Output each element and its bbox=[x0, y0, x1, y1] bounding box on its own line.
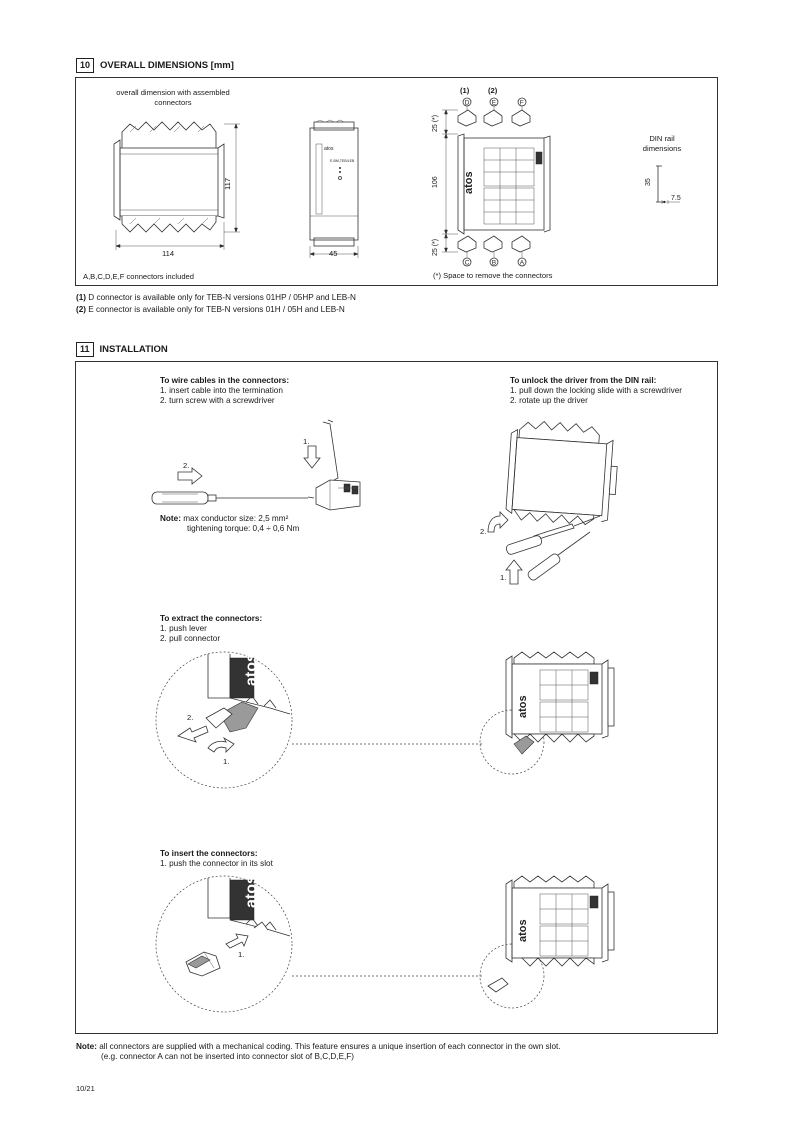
extract-instructions: To extract the connectors: 1. push lever… bbox=[160, 614, 262, 644]
wire-step-2: 2. turn screw with a screwdriver bbox=[160, 396, 275, 405]
side-view-drawing bbox=[113, 121, 240, 250]
wire-step-1: 1. insert cable into the termination bbox=[160, 386, 283, 395]
section-title: INSTALLATION bbox=[99, 344, 168, 355]
unlock-step-1: 1. pull down the locking slide with a sc… bbox=[510, 386, 683, 395]
insert-label-1: 1. bbox=[238, 950, 245, 959]
dimensions-frame bbox=[75, 77, 718, 286]
footnote-2-text: E connector is available only for TEB-N … bbox=[86, 305, 345, 314]
extract-label-1: 1. bbox=[223, 757, 230, 766]
extract-label-2: 2. bbox=[187, 713, 194, 722]
insert-instructions: To insert the connectors: 1. push the co… bbox=[160, 849, 273, 869]
note-marker-1: (1) bbox=[460, 86, 470, 95]
bottom-note: Note: all connectors are supplied with a… bbox=[76, 1042, 561, 1062]
wire-cable-drawing bbox=[151, 419, 361, 511]
section-10-heading: 10 OVERALL DIMENSIONS [mm] bbox=[76, 58, 234, 73]
svg-text:atos: atos bbox=[517, 919, 529, 942]
conn-d-label: D bbox=[465, 99, 470, 106]
extract-step-2: 2. pull connector bbox=[160, 634, 221, 643]
section-11-heading: 11 INSTALLATION bbox=[76, 342, 168, 357]
unlock-label-1: 1. bbox=[500, 573, 507, 582]
insert-title: To insert the connectors: bbox=[160, 849, 258, 858]
wire-title: To wire cables in the connectors: bbox=[160, 376, 290, 385]
conn-e-label: E bbox=[492, 99, 497, 106]
insert-step-1: 1. push the connector in its slot bbox=[160, 859, 273, 868]
unlock-label-2: 2. bbox=[480, 527, 487, 536]
unlock-instructions: To unlock the driver from the DIN rail: … bbox=[510, 376, 682, 406]
dim-106-label: 106 bbox=[432, 176, 439, 188]
unlock-step-2: 2. rotate up the driver bbox=[510, 396, 588, 405]
connectors-included: A,B,C,D,E,F connectors included bbox=[83, 272, 195, 281]
footnote-2: (2) E connector is available only for TE… bbox=[76, 305, 345, 315]
dim-width-label: 114 bbox=[162, 249, 175, 258]
wire-label-1: 1. bbox=[303, 437, 310, 446]
conductor-note: Note: max conductor size: 2,5 mm² tighte… bbox=[160, 514, 299, 534]
note-line-2: tightening torque: 0,4 ÷ 0,6 Nm bbox=[187, 524, 300, 533]
svg-text:atos: atos bbox=[517, 695, 529, 718]
bottom-note-line-1: all connectors are supplied with a mecha… bbox=[96, 1042, 561, 1051]
space-note: (*) Space to remove the connectors bbox=[433, 271, 553, 280]
footnote-1-marker: (1) bbox=[76, 293, 87, 302]
insert-drawing: atos atos bbox=[155, 875, 615, 1013]
bottom-note-line-2: (e.g. connector A can not be inserted in… bbox=[101, 1052, 355, 1061]
bottom-note-label: Note: bbox=[76, 1042, 97, 1051]
conn-b-label: B bbox=[492, 259, 496, 266]
note-label: Note: bbox=[160, 514, 181, 523]
conn-f-label: F bbox=[520, 99, 524, 106]
unlock-drawing bbox=[487, 420, 618, 585]
wire-label-2: 2. bbox=[183, 461, 190, 470]
din-rail-drawing bbox=[656, 165, 680, 204]
section-title: OVERALL DIMENSIONS [mm] bbox=[100, 60, 234, 71]
note-line-1: max conductor size: 2,5 mm² bbox=[180, 514, 289, 523]
conn-c-label: C bbox=[465, 259, 470, 266]
dim-height-label: 117 bbox=[223, 177, 232, 190]
installation-frame bbox=[75, 361, 718, 1034]
din-75-label: 7.5 bbox=[671, 195, 681, 202]
dim-25-top-label: 25 (*) bbox=[432, 114, 439, 132]
svg-text:E-BM-TEB/LEB: E-BM-TEB/LEB bbox=[330, 159, 355, 163]
din-rail-title: DIN rail dimensions bbox=[642, 134, 682, 153]
svg-text:atos: atos bbox=[243, 653, 260, 686]
assembled-caption: overall dimension with assembled connect… bbox=[116, 88, 230, 107]
unlock-title: To unlock the driver from the DIN rail: bbox=[510, 376, 657, 385]
note-marker-2: (2) bbox=[488, 86, 498, 95]
svg-text:atos: atos bbox=[324, 146, 334, 152]
connector-space-drawing: D E F atos C B A bbox=[442, 97, 551, 267]
page-number: 10/21 bbox=[76, 1084, 95, 1093]
footnote-2-marker: (2) bbox=[76, 305, 87, 314]
extract-title: To extract the connectors: bbox=[160, 614, 263, 623]
conn-a-label: A bbox=[520, 259, 525, 266]
front-view-drawing: atos E-BM-TEB/LEB bbox=[309, 119, 359, 258]
extract-step-1: 1. push lever bbox=[160, 624, 207, 633]
wire-instructions: To wire cables in the connectors: 1. ins… bbox=[160, 376, 289, 406]
section-number: 11 bbox=[76, 342, 94, 357]
svg-text:atos: atos bbox=[463, 171, 475, 194]
footnote-1: (1) D connector is available only for TE… bbox=[76, 293, 356, 303]
svg-text:atos: atos bbox=[243, 875, 260, 908]
section-number: 10 bbox=[76, 58, 95, 73]
din-35-label: 35 bbox=[645, 178, 652, 186]
dim-25-bottom-label: 25 (*) bbox=[432, 238, 439, 256]
extract-drawing: atos atos bbox=[155, 651, 615, 789]
footnote-1-text: D connector is available only for TEB-N … bbox=[86, 293, 356, 302]
dim-depth-label: 45 bbox=[329, 249, 338, 258]
